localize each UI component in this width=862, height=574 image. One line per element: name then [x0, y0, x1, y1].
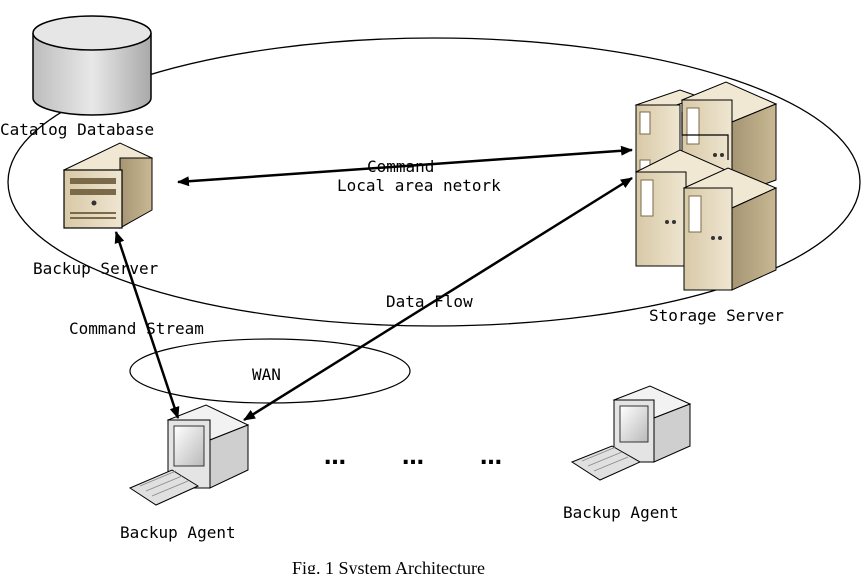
ellipsis-2: …: [402, 445, 424, 470]
command-label: Command: [367, 157, 434, 176]
command-arrow: [177, 145, 633, 187]
storage-server-label: Storage Server: [649, 306, 784, 325]
lan-label: Local area netork: [337, 176, 501, 195]
data-flow-label: Data Flow: [386, 292, 473, 311]
computer-icon-right: [570, 385, 692, 481]
computer-icon-left: [128, 404, 250, 506]
command-stream-arrow: [114, 231, 180, 419]
backup-agent-left-label: Backup Agent: [120, 523, 236, 542]
database-icon: [32, 15, 152, 116]
ellipsis-3: …: [480, 445, 502, 470]
wan-label: WAN: [252, 365, 281, 384]
storage-server-icon: [634, 81, 778, 291]
catalog-database-label: Catalog Database: [0, 120, 154, 139]
server-icon: [62, 142, 154, 229]
backup-agent-right-label: Backup Agent: [563, 503, 679, 522]
data-flow-arrow: [243, 176, 633, 422]
backup-server-label: Backup Server: [33, 259, 159, 278]
ellipsis-1: …: [324, 445, 346, 470]
command-stream-label: Command Stream: [69, 319, 204, 338]
figure-caption: Fig. 1 System Architecture: [292, 558, 485, 574]
